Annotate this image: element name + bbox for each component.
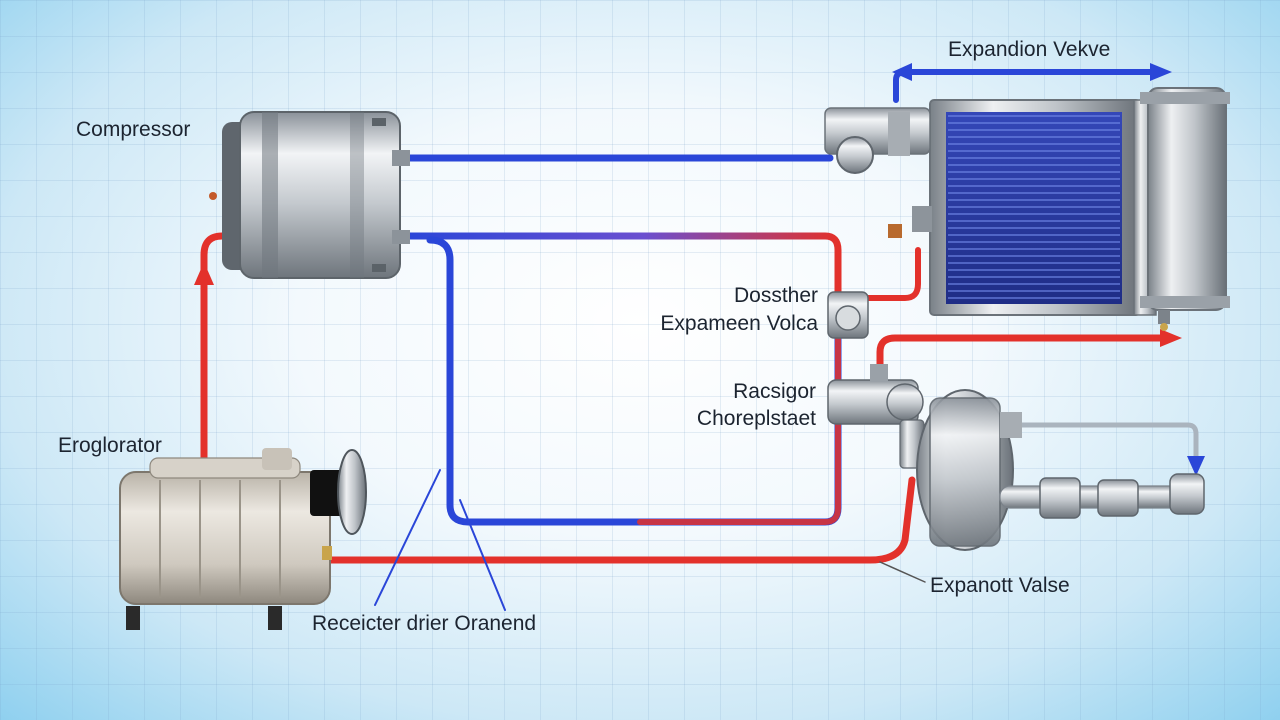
label-expansion-valve-mid: Expameen Volca bbox=[660, 312, 818, 335]
return-line-right bbox=[997, 422, 1199, 465]
hot-line-loop-right bbox=[637, 327, 841, 525]
racsigor-valve-icon bbox=[827, 364, 925, 469]
hot-line-bottom bbox=[326, 476, 916, 564]
expansion-valve-top-icon bbox=[824, 107, 932, 238]
label-choreplestaet: Choreplstaet bbox=[696, 407, 816, 430]
hot-line-left bbox=[200, 232, 236, 466]
refrigerant-lines bbox=[200, 69, 1199, 611]
arrow-up-left bbox=[194, 262, 214, 285]
arrow-down-right bbox=[1187, 456, 1205, 476]
label-compressor: Compressor bbox=[76, 118, 191, 141]
hot-line-condenser bbox=[847, 247, 921, 301]
cold-line-arrow-top bbox=[893, 69, 1163, 103]
evaporator-unit-icon bbox=[916, 389, 1205, 551]
label-racsigor: Racsigor bbox=[733, 380, 816, 403]
mixed-line-upper bbox=[401, 232, 842, 304]
label-expansion-valve-top: Expandion Vekve bbox=[948, 38, 1111, 61]
arrow-right-top bbox=[1150, 63, 1172, 81]
hot-line-right bbox=[876, 334, 1169, 376]
label-receiver-drier: Receicter drier Oranend bbox=[312, 612, 537, 635]
leader-line-1 bbox=[374, 469, 441, 606]
compressor-icon bbox=[209, 111, 410, 279]
leader-line-2 bbox=[459, 499, 506, 611]
evaporator-icon bbox=[119, 448, 367, 630]
condenser-coil-icon bbox=[929, 87, 1230, 331]
label-dossther: Dossther bbox=[733, 284, 818, 307]
label-evaporator: Eroglorator bbox=[58, 434, 162, 457]
leader-line-3 bbox=[879, 561, 926, 583]
flow-arrows bbox=[194, 63, 1205, 476]
label-expansion-valve-bottom: Expanott Valse bbox=[930, 574, 1070, 597]
dossther-valve-icon bbox=[827, 291, 869, 339]
arrow-right-mid bbox=[1160, 329, 1182, 347]
arrow-left-top bbox=[892, 63, 912, 81]
